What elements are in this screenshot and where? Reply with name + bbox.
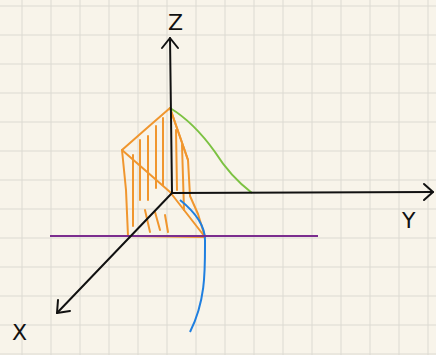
axis-label: X [12,322,27,344]
axes [57,38,433,313]
axis-label: Y [402,210,415,232]
green-curve [170,108,252,193]
hatched-solid [122,108,205,237]
axis-label: Z [168,12,183,34]
purple-line [50,235,318,237]
blue-curve [180,200,205,332]
